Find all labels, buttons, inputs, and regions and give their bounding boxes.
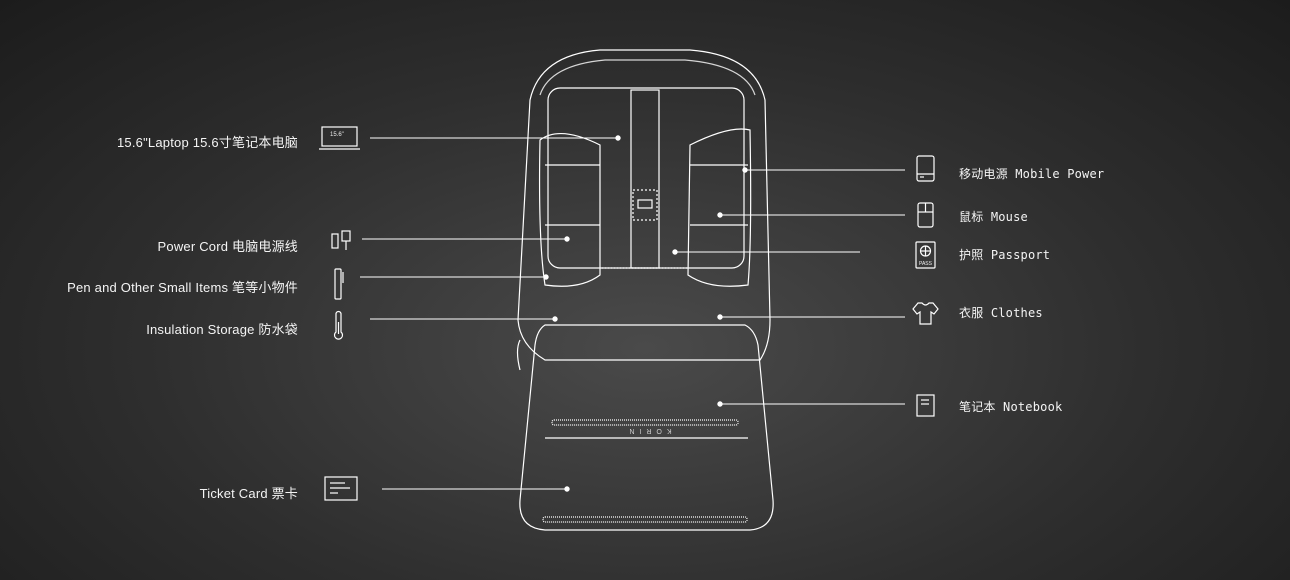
backpack-outline (517, 49, 771, 361)
right-pocket (687, 128, 752, 287)
notebook-icon (916, 394, 935, 417)
pen-icon (334, 268, 344, 300)
label-insulation: Insulation Storage 防水袋 (146, 322, 298, 337)
center-strap (630, 89, 660, 269)
flap-zipper (551, 419, 739, 426)
brand-logo-text: KORIN (624, 427, 672, 434)
mouse-icon (917, 202, 934, 228)
label-notebook: 笔记本 Notebook (959, 400, 1063, 414)
passport-tag: PASS (919, 261, 932, 267)
label-power-cord: Power Cord 电脑电源线 (157, 239, 298, 254)
ticket-card-icon (324, 476, 358, 501)
label-mouse: 鼠标 Mouse (959, 210, 1028, 224)
label-clothes: 衣服 Clothes (959, 306, 1043, 320)
label-pen: Pen and Other Small Items 笔等小物件 (67, 280, 298, 295)
tshirt-icon (912, 302, 939, 325)
thermometer-icon (333, 310, 344, 340)
left-pocket (538, 132, 601, 287)
laptop-icon (319, 126, 360, 150)
front-flap (519, 324, 774, 531)
center-pocket (632, 189, 658, 221)
passport-icon (915, 241, 936, 269)
power-cord-icon (331, 230, 351, 250)
label-mobile-power: 移动电源 Mobile Power (959, 167, 1105, 181)
power-bank-icon (916, 155, 935, 182)
label-laptop: 15.6"Laptop 15.6寸笔记本电脑 (117, 135, 298, 150)
label-passport: 护照 Passport (959, 248, 1051, 262)
interior-panel (547, 87, 745, 269)
bottom-zipper (542, 516, 748, 523)
label-ticket-card: Ticket Card 票卡 (199, 486, 298, 501)
laptop-size-tag: 15.6" (330, 132, 344, 138)
